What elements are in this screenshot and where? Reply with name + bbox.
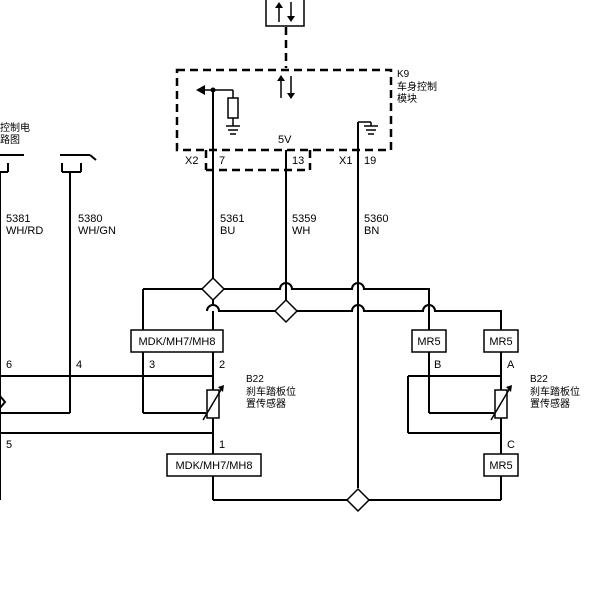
right-sensor-variable-resistor <box>490 385 512 421</box>
pin-13-label: 13 <box>292 155 304 167</box>
mdk-top-box <box>130 329 224 353</box>
left-sensor-pin-1: 1 <box>219 439 225 451</box>
left-ref-label-line2: 路图 <box>0 133 20 146</box>
left-reference-switch <box>0 154 97 500</box>
left-sensor-name-line1: 刹车踏板位 <box>246 385 296 398</box>
mr5-b-box <box>411 329 447 353</box>
left-pin-6: 6 <box>6 359 12 371</box>
left-ref-label-line1: 控制电 <box>0 121 30 134</box>
mr5-a-box <box>483 329 519 353</box>
left-sensor-pin-2: 2 <box>219 359 225 371</box>
wire-5360-color: BN <box>364 225 379 237</box>
right-sensor-name-line2: 置传感器 <box>530 397 570 410</box>
top-connector-symbol <box>265 0 305 68</box>
splice-5359 <box>273 298 299 324</box>
right-sensor-pin-c: C <box>507 439 515 451</box>
connector-x1-label: X1 <box>339 155 352 167</box>
mr5-a-label: MR5 <box>489 336 512 348</box>
left-pin-4: 4 <box>76 359 82 371</box>
right-sensor-pin-a: A <box>507 359 515 371</box>
splice-ground <box>345 487 371 513</box>
wire-5360-circuit: 5360 <box>364 213 388 225</box>
pin-19-label: 19 <box>364 155 376 167</box>
module-name-line2: 模块 <box>397 93 417 105</box>
wires <box>0 90 502 501</box>
mr5-c-box <box>483 453 519 477</box>
k9-module-box <box>175 68 393 172</box>
module-name-line1: 车身控制 <box>397 80 437 93</box>
mdk-top-label: MDK/MH7/MH8 <box>138 336 215 348</box>
mdk-bottom-label: MDK/MH7/MH8 <box>175 460 252 472</box>
wire-5359-color: WH <box>292 225 310 237</box>
wire-5359-circuit: 5359 <box>292 213 316 225</box>
left-sensor-variable-resistor <box>202 385 224 421</box>
wire-5380-color: WH/GN <box>78 225 116 237</box>
mr5-b-label: MR5 <box>417 336 440 348</box>
right-sensor-id: B22 <box>530 374 548 385</box>
mdk-bottom-box <box>166 453 262 477</box>
splice-5361 <box>200 276 226 302</box>
right-sensor-name-line1: 刹车踏板位 <box>530 385 580 398</box>
left-sensor-id: B22 <box>246 374 264 385</box>
module-id: K9 <box>397 69 410 80</box>
wire-5361-color: BU <box>220 225 235 237</box>
connector-x2-label: X2 <box>185 155 198 167</box>
mr5-c-label: MR5 <box>489 460 512 472</box>
left-sensor-name-line2: 置传感器 <box>246 397 286 410</box>
voltage-label: 5V <box>278 134 292 146</box>
wire-5380-circuit: 5380 <box>78 213 102 225</box>
wire-5381-circuit: 5381 <box>6 213 30 225</box>
wire-5381-color: WH/RD <box>6 225 43 237</box>
pin-7-label: 7 <box>219 155 225 167</box>
left-pin-5: 5 <box>6 439 12 451</box>
wire-5361-circuit: 5361 <box>220 213 244 225</box>
right-sensor-pin-b: B <box>434 359 441 371</box>
left-sensor-pin-3: 3 <box>149 359 155 371</box>
